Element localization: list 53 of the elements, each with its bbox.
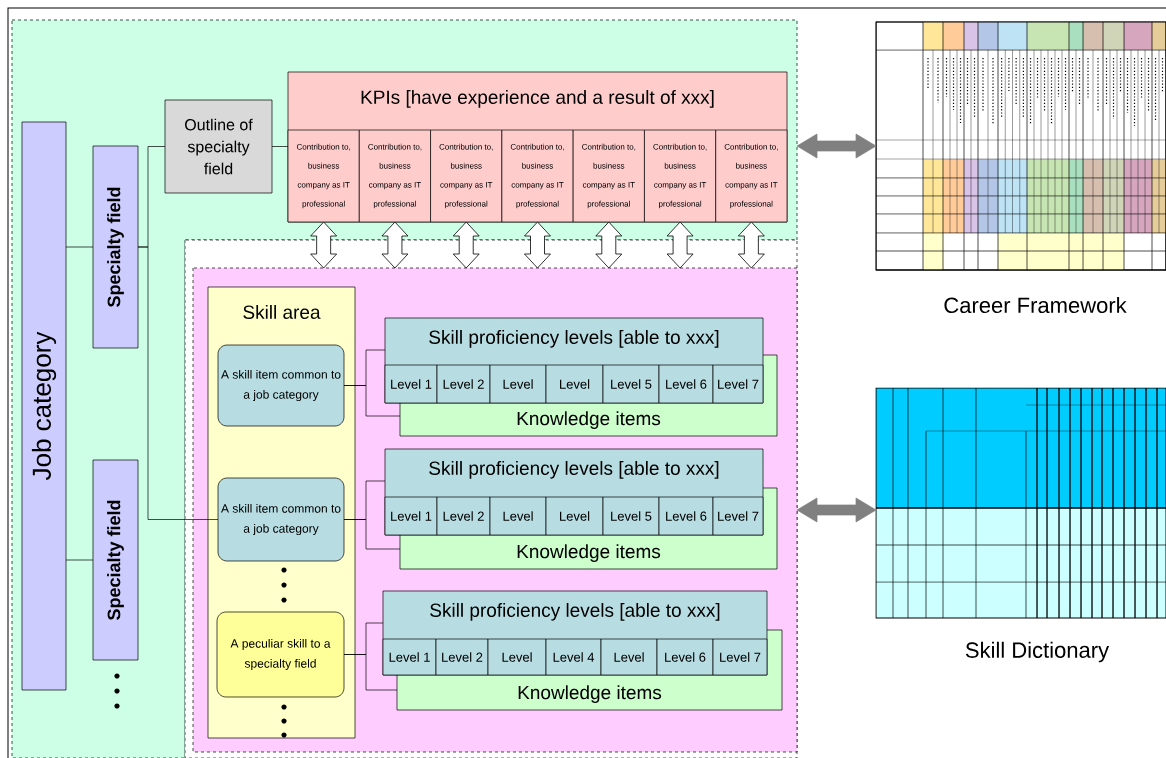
- specialty-field-box: Specialty field: [92, 145, 139, 349]
- level-cell: Level 5: [602, 496, 660, 536]
- double-arrow: [796, 133, 877, 159]
- skill-item-box: A peculiar skill to a specialty field: [216, 611, 345, 698]
- level-cell: Level 7: [712, 364, 764, 404]
- table-caption: Skill Dictionary: [965, 641, 1110, 663]
- specialty-field-box: Specialty field: [92, 459, 139, 661]
- level-cell: Level 7: [712, 638, 768, 676]
- connector-line: [343, 654, 398, 691]
- level-cell: Level 5: [602, 364, 660, 404]
- level-cell: Level 6: [658, 496, 714, 536]
- skill-item-box: A skill item common to a job category: [217, 477, 345, 562]
- kpi-cell: Contribution to, business company as IT professional: [287, 129, 360, 223]
- connector-line: [65, 246, 94, 248]
- connector-line: [343, 385, 401, 417]
- table-caption: Career Framework: [944, 296, 1127, 314]
- kpi-cell: Contribution to, business company as IT professional: [430, 129, 503, 223]
- kpi-cell: Contribution to, business company as IT professional: [358, 129, 431, 223]
- connector-line: [137, 246, 219, 520]
- connector-line: [343, 519, 401, 550]
- level-cell: Level 2: [436, 364, 491, 404]
- level-cell: Level 1: [382, 638, 437, 676]
- skill-item-box: A skill item common to a job category: [217, 344, 345, 427]
- double-arrow: [666, 221, 694, 269]
- level-cell: Level 4: [545, 638, 602, 676]
- level-cell: Level: [489, 496, 547, 536]
- double-arrow: [737, 221, 765, 269]
- connector-line: [65, 559, 94, 561]
- double-arrow: [381, 221, 409, 269]
- level-cell: Level: [489, 364, 547, 404]
- level-cell: Level: [545, 364, 604, 404]
- kpi-cell: Contribution to, business company as IT professional: [715, 129, 788, 223]
- kpi-cell: Contribution to, business company as IT professional: [572, 129, 645, 223]
- level-cell: Level 1: [384, 496, 438, 536]
- outline-box: Outline of specialty field: [164, 99, 273, 194]
- kpi-cell: Contribution to, business company as IT professional: [501, 129, 574, 223]
- level-cell: Level: [545, 496, 604, 536]
- level-cell: Level 2: [436, 496, 491, 536]
- level-cell: Level: [600, 638, 658, 676]
- kpi-cell: Contribution to, business company as IT professional: [644, 129, 717, 223]
- double-arrow: [310, 221, 338, 269]
- level-cell: Level 2: [435, 638, 489, 676]
- level-cell: Level 6: [658, 364, 714, 404]
- double-arrow: [595, 221, 623, 269]
- level-cell: Level: [487, 638, 547, 676]
- double-arrow: [452, 221, 480, 269]
- level-cell: Level 1: [384, 364, 438, 404]
- double-arrow: [796, 497, 877, 523]
- connector-line: [271, 146, 289, 147]
- double-arrow: [524, 221, 551, 269]
- level-cell: Level 7: [712, 496, 764, 536]
- level-cell: Level 6: [656, 638, 714, 676]
- job-category-box: Job category: [21, 121, 67, 691]
